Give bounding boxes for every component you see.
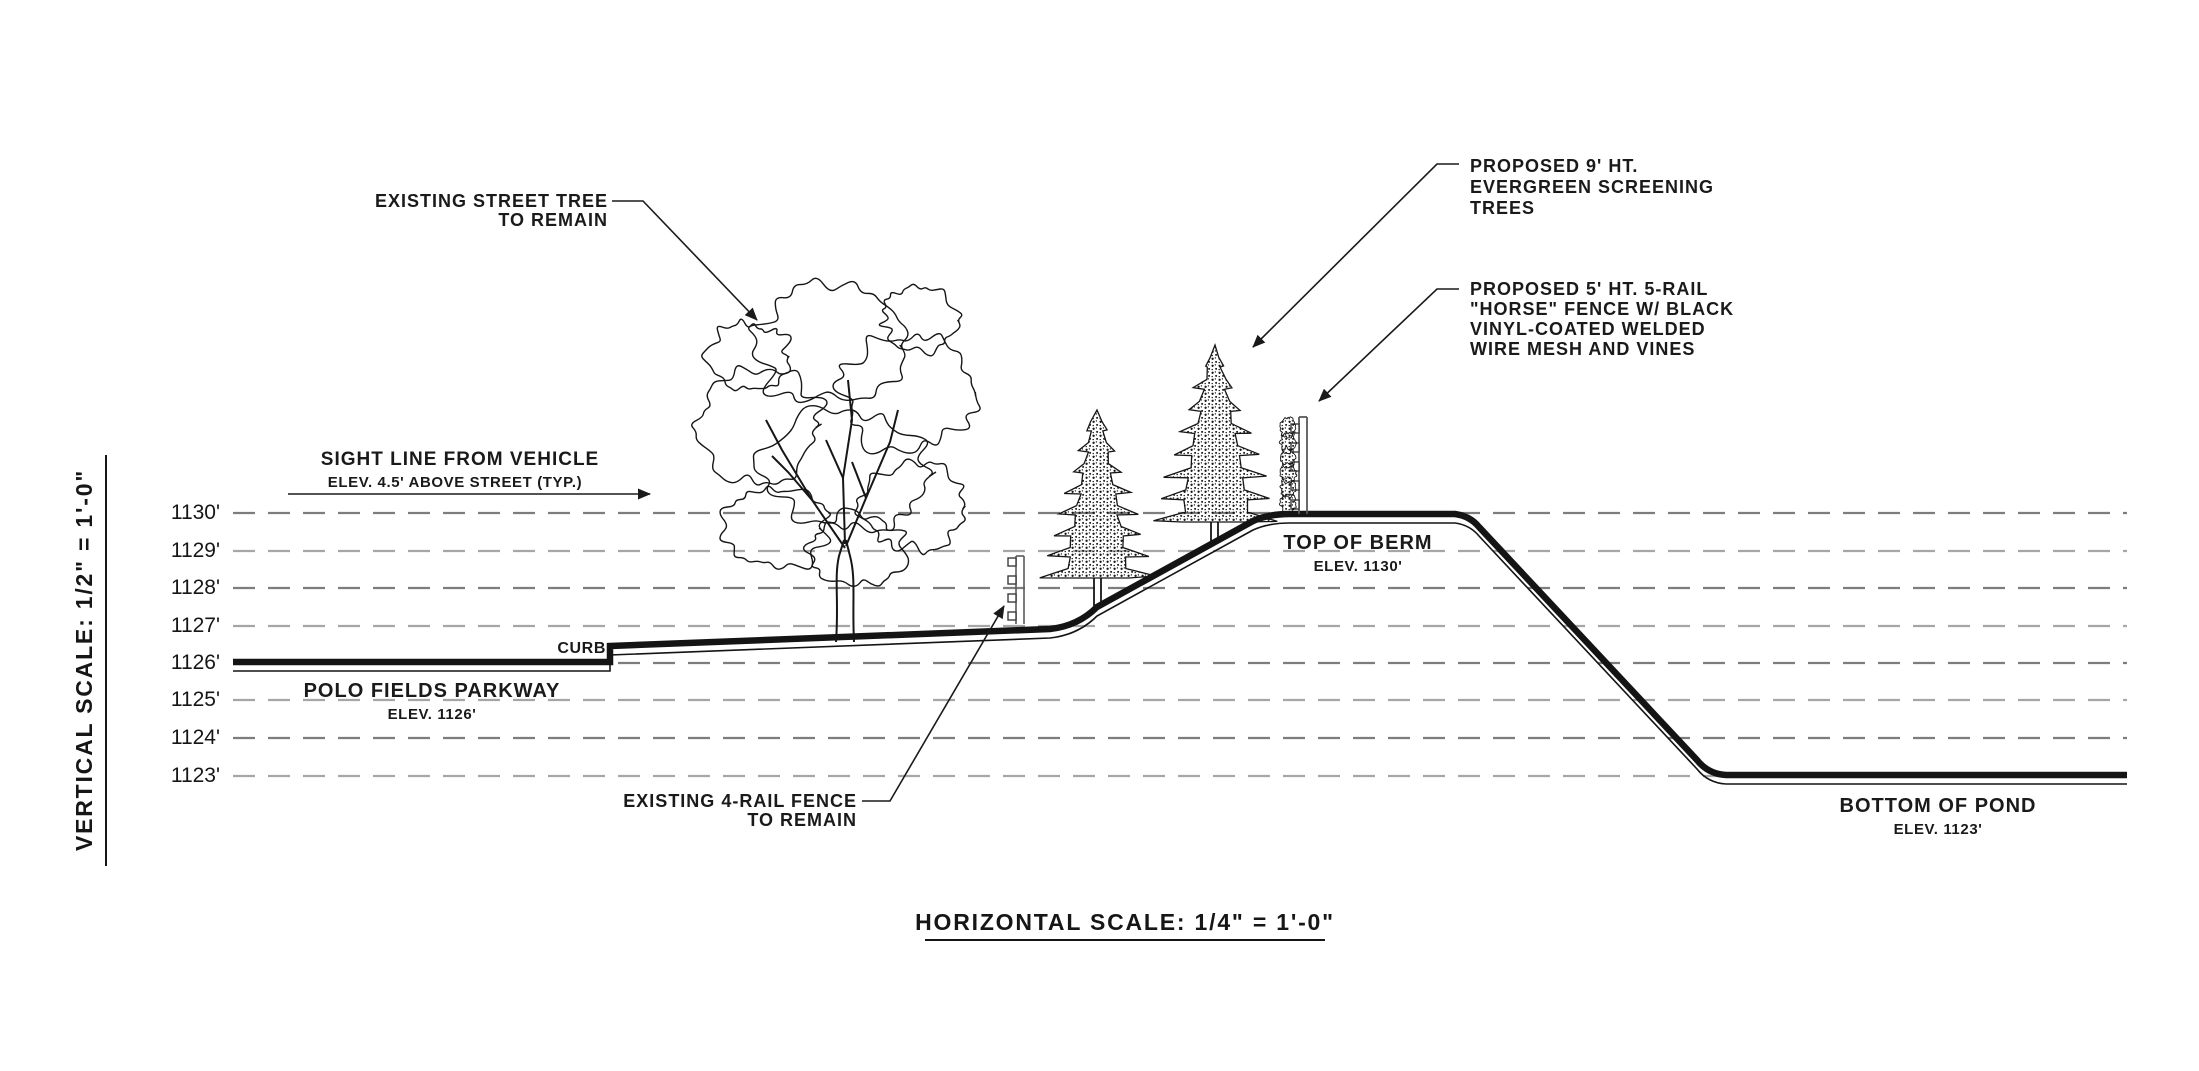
elevation-label: 1129' <box>171 539 220 562</box>
elevation-label: 1127' <box>171 614 220 637</box>
canopy-blob <box>719 485 832 570</box>
evergreen-note: EVERGREEN SCREENING <box>1470 177 1714 197</box>
scale-titles: HORIZONTAL SCALE: 1/4" = 1'-0" VERTICAL … <box>71 455 1335 941</box>
annotation-text: EXISTING STREET TREE TO REMAIN SIGHT LIN… <box>304 156 2037 838</box>
evergreen-leader <box>1252 163 1459 348</box>
fence-rails <box>1007 557 1017 621</box>
canopy-blob <box>691 365 828 486</box>
existing-4rail-fence <box>1007 555 1025 624</box>
leader-lines <box>612 163 1459 802</box>
existing-fence-note: EXISTING 4-RAIL FENCE <box>623 791 857 811</box>
parkway-label: POLO FIELDS PARKWAY <box>304 680 561 702</box>
horse-fence-note: PROPOSED 5' HT. 5-RAIL <box>1470 279 1708 299</box>
street-tree-note: TO REMAIN <box>498 210 608 230</box>
existing-fence-note: TO REMAIN <box>747 810 857 830</box>
canopy-blob <box>832 333 981 455</box>
elevation-gridlines <box>233 511 2127 778</box>
curb-label: CURB <box>557 640 606 657</box>
canopy-blob <box>878 283 963 357</box>
sight-line-note: SIGHT LINE FROM VEHICLE <box>321 449 599 470</box>
parkway-elev: ELEV. 1126' <box>388 706 477 723</box>
horse-fence-note: WIRE MESH AND VINES <box>1470 339 1695 359</box>
elevation-label: 1126' <box>171 651 220 674</box>
evergreen-trunks <box>1093 522 1219 606</box>
proposed-horse-fence <box>1278 416 1308 515</box>
elevation-axis: 1130' 1129' 1128' 1127' 1126' 1125' 1124… <box>171 501 220 787</box>
bottom-of-pond-label: BOTTOM OF POND <box>1840 795 2037 817</box>
canopy-blob <box>748 277 909 404</box>
canopy-blob <box>752 404 937 534</box>
horse-fence-leader <box>1318 288 1459 402</box>
existing-street-tree <box>691 277 981 643</box>
bottom-of-pond-elev: ELEV. 1123' <box>1894 821 1983 838</box>
horizontal-scale-label: HORIZONTAL SCALE: 1/4" = 1'-0" <box>915 909 1335 935</box>
elevation-label: 1123' <box>171 764 220 787</box>
vertical-scale-label: VERTICAL SCALE: 1/2" = 1'-0" <box>71 469 97 851</box>
horse-fence-note: "HORSE" FENCE W/ BLACK <box>1470 299 1734 319</box>
tree-trunk-branches <box>765 379 899 643</box>
elevation-label: 1128' <box>171 576 220 599</box>
top-of-berm-elev: ELEV. 1130' <box>1314 558 1403 575</box>
fence-vines <box>1278 416 1298 515</box>
canopy-blob <box>854 458 966 556</box>
sight-line-note: ELEV. 4.5' ABOVE STREET (TYP.) <box>328 474 582 491</box>
evergreen-tree <box>1153 343 1278 523</box>
elevation-label: 1124' <box>171 726 220 749</box>
evergreen-note: TREES <box>1470 198 1535 218</box>
elevation-label: 1130' <box>171 501 220 524</box>
tree-canopy <box>691 277 981 587</box>
street-tree-leader <box>612 200 758 321</box>
evergreen-tree <box>1039 408 1156 579</box>
top-of-berm-label: TOP OF BERM <box>1283 532 1432 554</box>
ground-profile <box>233 510 2127 785</box>
existing-fence-leader <box>862 605 1005 802</box>
horse-fence-note: VINYL-COATED WELDED <box>1470 319 1706 339</box>
canopy-blob <box>701 318 792 392</box>
street-tree-note: EXISTING STREET TREE <box>375 191 608 211</box>
elevation-label: 1125' <box>171 688 220 711</box>
evergreen-trees <box>1039 343 1278 606</box>
subgrade-line <box>233 522 2127 785</box>
grade-line <box>233 510 2127 779</box>
evergreen-note: PROPOSED 9' HT. <box>1470 156 1638 176</box>
canopy-blob <box>802 507 910 587</box>
